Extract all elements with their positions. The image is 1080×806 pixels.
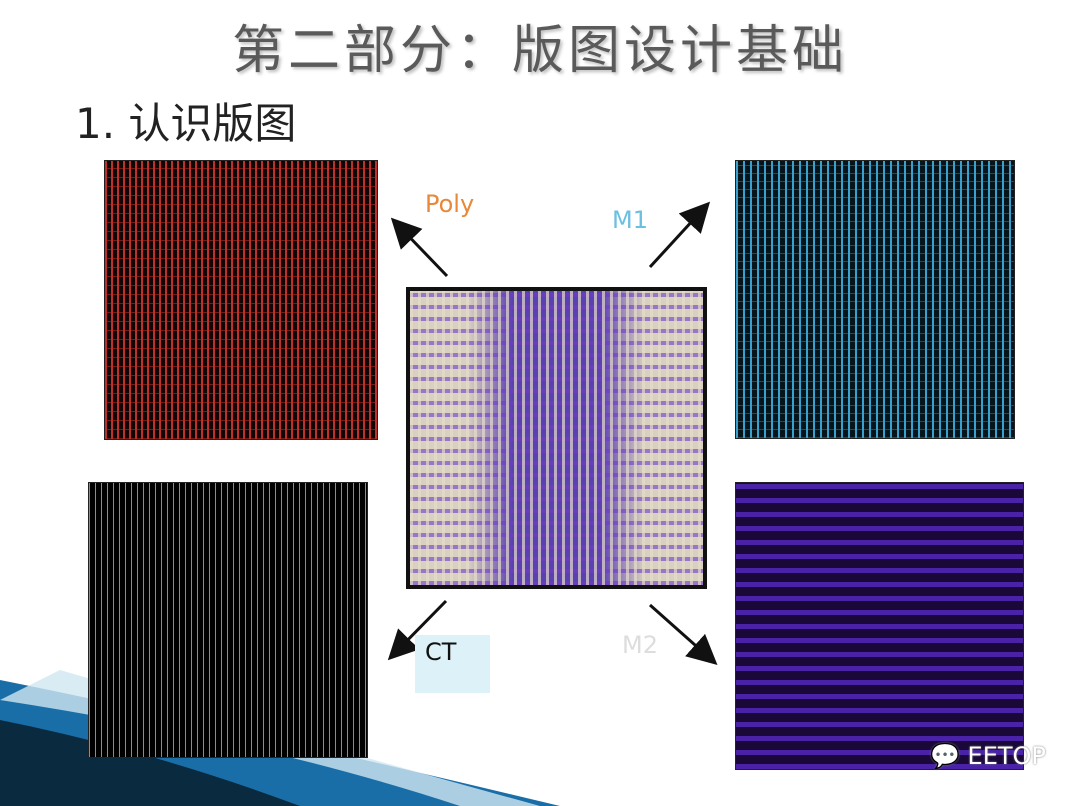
m1-label: M1 [612, 206, 648, 234]
section-heading: 1. 认识版图 [75, 99, 297, 148]
watermark-text: EETOP [967, 742, 1046, 770]
ct-layer-image [88, 482, 368, 758]
arrow-to-poly [390, 217, 449, 278]
arrow-to-m1 [648, 201, 711, 269]
m1-layer-image [735, 160, 1015, 439]
m2-label: M2 [622, 631, 658, 659]
ct-label: CT [425, 638, 457, 666]
wechat-icon: 💬 [930, 742, 960, 770]
arrow-to-ct [387, 599, 448, 661]
m2-layer-image [735, 482, 1024, 770]
full-layout-image [406, 287, 707, 589]
slide-title: 第二部分：版图设计基础 [231, 21, 848, 81]
poly-label: Poly [425, 190, 475, 218]
ct-label-box [415, 635, 490, 693]
watermark: 💬 EETOP [930, 742, 1046, 770]
poly-layer-image [104, 160, 378, 440]
arrow-to-m2 [649, 603, 718, 665]
